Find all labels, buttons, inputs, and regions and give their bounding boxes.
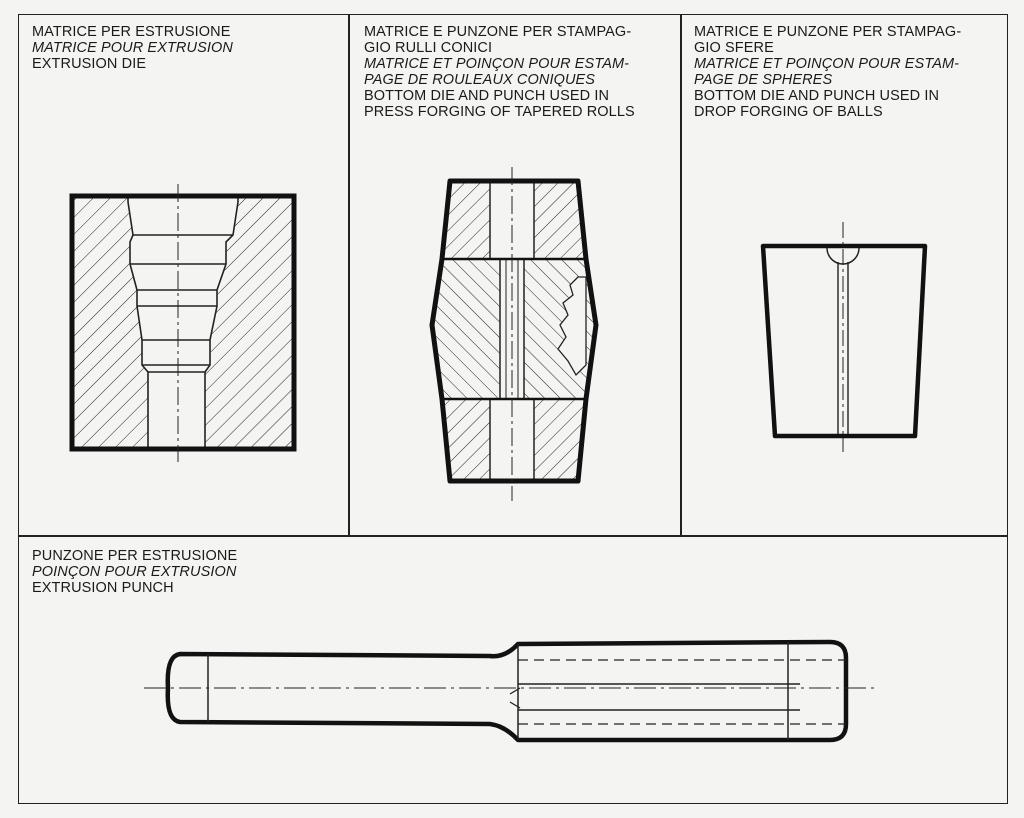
divider-v2 <box>680 14 682 536</box>
divider-v1 <box>348 14 350 536</box>
caption-extrusion-die: MATRICE PER ESTRUSIONE MATRICE POUR EXTR… <box>32 24 233 72</box>
caption-it-2: GIO SFERE <box>694 40 774 56</box>
break-section <box>557 276 587 377</box>
caption-en: EXTRUSION PUNCH <box>32 580 174 596</box>
outer-frame <box>18 14 1008 804</box>
caption-en-2: PRESS FORGING OF TAPERED ROLLS <box>364 104 635 120</box>
caption-it: PUNZONE PER ESTRUSIONE <box>32 548 238 564</box>
tapered-rolls-drawing <box>429 167 599 501</box>
caption-spheres: MATRICE E PUNZONE PER STAMPAG- GIO SFERE… <box>694 24 961 120</box>
caption-it-2: GIO RULLI CONICI <box>364 40 493 56</box>
sphere-die-body <box>760 243 928 439</box>
caption-fr: POINÇON POUR EXTRUSION <box>32 564 237 580</box>
caption-tapered-rolls: MATRICE E PUNZONE PER STAMPAG- GIO RULLI… <box>364 24 635 120</box>
caption-it-1: MATRICE E PUNZONE PER STAMPAG- <box>694 24 962 40</box>
caption-fr-1: MATRICE ET POINÇON POUR ESTAM- <box>694 56 960 72</box>
caption-it-1: MATRICE E PUNZONE PER STAMPAG- <box>364 24 632 40</box>
caption-fr-1: MATRICE ET POINÇON POUR ESTAM- <box>364 56 630 72</box>
divider-h <box>18 535 1008 537</box>
caption-fr: MATRICE POUR EXTRUSION <box>32 40 233 56</box>
spheres-drawing <box>760 222 928 452</box>
caption-en-1: BOTTOM DIE AND PUNCH USED IN <box>694 88 940 104</box>
caption-extrusion-punch: PUNZONE PER ESTRUSIONE POINÇON POUR EXTR… <box>32 548 237 596</box>
extrusion-punch-drawing <box>144 639 876 743</box>
caption-fr-2: PAGE DE ROULEAUX CONIQUES <box>364 72 596 88</box>
caption-en-2: DROP FORGING OF BALLS <box>694 104 883 120</box>
caption-en: EXTRUSION DIE <box>32 56 147 72</box>
caption-en-1: BOTTOM DIE AND PUNCH USED IN <box>364 88 610 104</box>
caption-it: MATRICE PER ESTRUSIONE <box>32 24 231 40</box>
extrusion-die-drawing <box>69 184 297 462</box>
punch-body <box>165 639 849 743</box>
caption-fr-2: PAGE DE SPHERES <box>694 72 833 88</box>
